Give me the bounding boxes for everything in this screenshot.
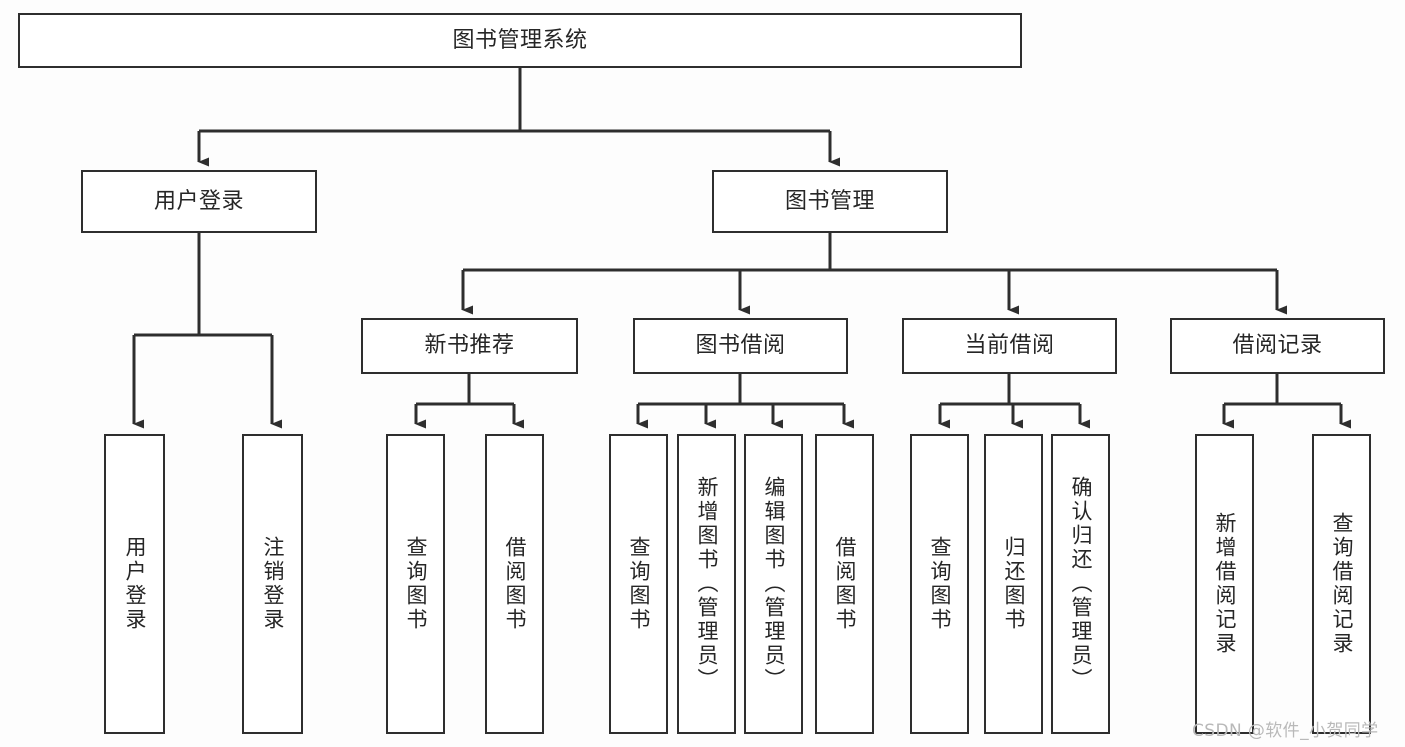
node-label: 用户登录 [153,188,244,214]
node-leaf-confirm-return[interactable]: 确认归还（管理员） [1051,434,1110,734]
node-label: 借阅图书 [503,536,528,632]
node-label: 用户登录 [123,536,148,632]
node-book-management[interactable]: 图书管理 [712,170,948,233]
node-user-login[interactable]: 用户登录 [81,170,317,233]
node-leaf-query-book-1[interactable]: 查询图书 [386,434,445,734]
node-label: 注销登录 [261,536,286,632]
node-book-borrow[interactable]: 图书借阅 [633,318,848,374]
node-new-book-recommend[interactable]: 新书推荐 [361,318,578,374]
node-leaf-logout-login[interactable]: 注销登录 [242,434,303,734]
node-borrow-record[interactable]: 借阅记录 [1170,318,1385,374]
node-label: 借阅记录 [1232,333,1323,359]
node-label: 新书推荐 [424,333,515,359]
node-leaf-edit-book[interactable]: 编辑图书（管理员） [744,434,803,734]
node-leaf-query-book-3[interactable]: 查询图书 [910,434,969,734]
node-leaf-borrow-book-1[interactable]: 借阅图书 [485,434,544,734]
node-label: 图书管理 [784,188,875,214]
node-leaf-add-record[interactable]: 新增借阅记录 [1195,434,1254,734]
node-leaf-borrow-book-2[interactable]: 借阅图书 [815,434,874,734]
node-current-borrow[interactable]: 当前借阅 [902,318,1117,374]
node-leaf-add-book[interactable]: 新增图书（管理员） [677,434,736,734]
node-label: 查询借阅记录 [1330,512,1355,656]
node-label: 查询图书 [627,536,652,632]
node-label: 新增图书（管理员） [695,476,720,692]
node-label: 当前借阅 [964,333,1055,359]
node-leaf-query-record[interactable]: 查询借阅记录 [1312,434,1371,734]
node-label: 借阅图书 [833,536,858,632]
node-label: 归还图书 [1002,536,1027,632]
node-label: 确认归还（管理员） [1069,476,1094,692]
node-leaf-query-book-2[interactable]: 查询图书 [609,434,668,734]
node-label: 新增借阅记录 [1213,512,1238,656]
node-label: 图书借阅 [695,333,786,359]
node-label: 查询图书 [404,536,429,632]
node-label: 编辑图书（管理员） [762,476,787,692]
node-leaf-user-login[interactable]: 用户登录 [104,434,165,734]
node-label: 图书管理系统 [452,27,588,53]
node-label: 查询图书 [928,536,953,632]
node-leaf-return-book[interactable]: 归还图书 [984,434,1043,734]
node-root-system[interactable]: 图书管理系统 [18,13,1022,68]
